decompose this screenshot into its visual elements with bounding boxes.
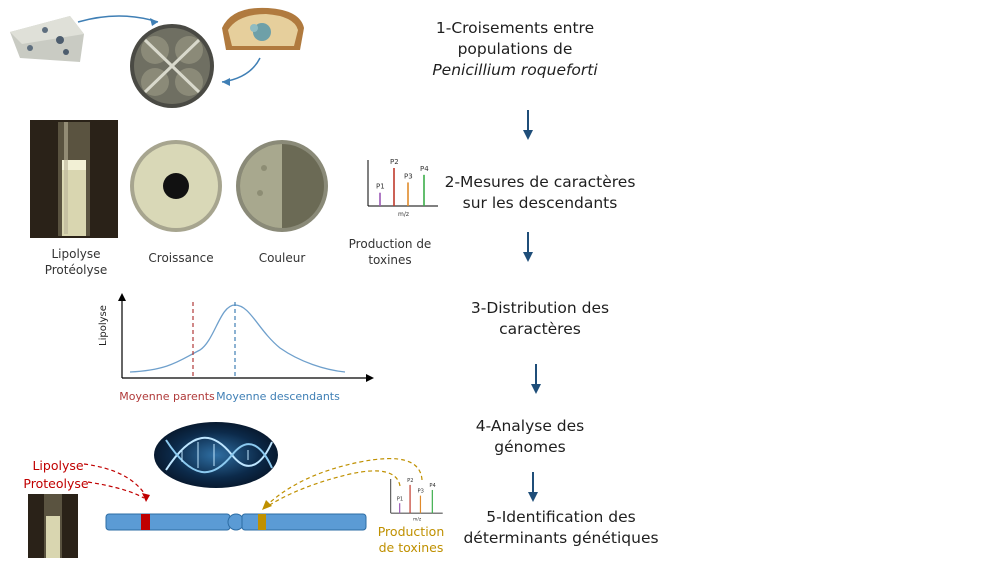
cross-petri-dish xyxy=(130,24,214,108)
spectrum-peak-label-p3: P3 xyxy=(417,489,423,495)
caption-toxines: Production de toxines xyxy=(340,236,440,268)
caption-croissance: Croissance xyxy=(148,251,214,265)
spectrum-peak-label-p1: P1 xyxy=(397,496,403,502)
step-2-line1: 2-Mesures de caractères xyxy=(444,173,636,191)
genome-toxines-line1: Production xyxy=(377,524,445,539)
step-1-line1: 1-Croisements entre xyxy=(435,19,595,37)
step-1-label: 1-Croisements entre populations de Penic… xyxy=(410,18,620,81)
spectrum-peak-label-p1: P1 xyxy=(376,183,385,191)
step-3-label: 3-Distribution des caractères xyxy=(440,298,640,340)
genome-toxines-line2: de toxines xyxy=(378,540,444,555)
step-2-line2: sur les descendants xyxy=(462,194,618,212)
spectrum-peak-label-p2: P2 xyxy=(390,158,399,166)
lipolysis-tube-image xyxy=(30,120,118,238)
flow-arrow-2 xyxy=(523,232,533,262)
caption-proteolyse-text: Protéolyse xyxy=(44,263,108,277)
spectrum-peak-label-p3: P3 xyxy=(404,172,413,180)
chromosome-diagram xyxy=(83,457,423,531)
step-1-species: Penicillium roqueforti xyxy=(432,61,598,79)
step-3-line2: caractères xyxy=(499,320,581,338)
flow-arrow-3 xyxy=(531,364,541,394)
flow-arrow-4 xyxy=(528,472,538,502)
distribution-ylabel: Lipolyse xyxy=(98,305,109,346)
genome-lipolyse-label: Lipolyse xyxy=(32,458,84,473)
step-5-label: 5-Identification des déterminants généti… xyxy=(456,507,666,549)
chromosome-right-arm xyxy=(241,513,367,531)
flow-arrow-1 xyxy=(523,110,533,140)
step-5-line2: déterminants génétiques xyxy=(463,529,659,547)
genome-proteolyse-label: Proteolyse xyxy=(23,476,89,491)
step-1-line2: populations de xyxy=(457,40,573,58)
chromosome-left-arm xyxy=(105,513,231,531)
dna-helix-image xyxy=(154,422,278,488)
caption-lipolyse-text: Lipolyse xyxy=(51,247,101,261)
spectrum-axis-label: m/z xyxy=(413,517,422,522)
distribution-curve xyxy=(129,304,346,373)
step-2-label: 2-Mesures de caractères sur les descenda… xyxy=(430,172,650,214)
spectrum-peak-label-p4: P4 xyxy=(420,165,429,173)
descendants-mean-label: Moyenne descendants xyxy=(216,390,340,403)
caption-lipolyse: Lipolyse Protéolyse xyxy=(36,246,116,278)
step-4-line2: génomes xyxy=(494,438,566,456)
step-5-line1: 5-Identification des xyxy=(486,508,636,526)
genome-toxines-label: Production de toxines xyxy=(368,524,454,556)
spectrum-peak-label-p2: P2 xyxy=(407,478,413,484)
lipolysis-locus xyxy=(141,514,150,530)
crossing-illustration xyxy=(10,7,304,108)
caption-toxines-line2: toxines xyxy=(368,253,412,267)
growth-petri-image xyxy=(130,140,222,232)
moldy-bread-image xyxy=(222,7,304,50)
toxin-locus xyxy=(258,514,266,530)
blue-cheese-image xyxy=(10,16,84,62)
spectrum-peak-label-p4: P4 xyxy=(429,483,436,489)
color-petri-image xyxy=(236,140,328,232)
distribution-plot: Lipolyse xyxy=(98,293,374,382)
step-3-line1: 3-Distribution des xyxy=(470,299,610,317)
step-4-label: 4-Analyse des génomes xyxy=(460,416,600,458)
genome-tube-image xyxy=(28,494,78,558)
parents-mean-label: Moyenne parents xyxy=(119,390,215,403)
caption-toxines-line1: Production de xyxy=(348,237,432,251)
caption-couleur: Couleur xyxy=(258,251,306,265)
spectrum-axis-label: m/z xyxy=(398,211,409,218)
step-4-line1: 4-Analyse des xyxy=(475,417,585,435)
